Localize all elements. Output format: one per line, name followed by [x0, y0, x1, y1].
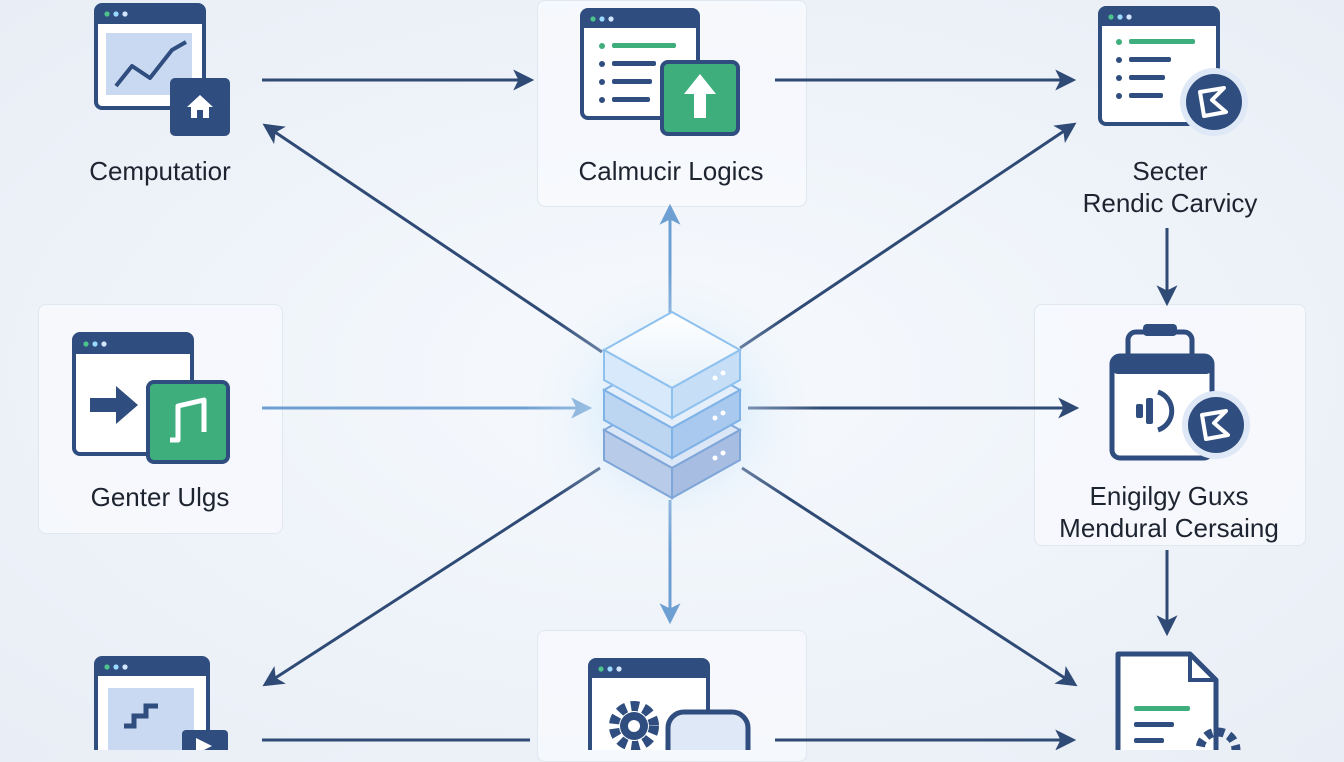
- arrow-hub-to-sector: [739, 122, 1077, 350]
- list-network-icon: [1098, 6, 1248, 136]
- engine-label: Enigilgy Guxs Mendural Cersaing: [1036, 480, 1302, 544]
- engine-label-line2: Mendural Cersaing: [1059, 513, 1279, 543]
- arrow-hub-to-computation: [262, 123, 603, 354]
- gear-chat-window-icon: [588, 658, 751, 750]
- server-stack-hub-icon: [522, 270, 822, 550]
- sector-label-line2: Rendic Carvicy: [1082, 188, 1258, 218]
- list-upload-icon: [580, 8, 740, 136]
- calendar-sound-icon: [1109, 324, 1250, 461]
- center-ulgs-label: Genter Ulgs: [90, 482, 230, 512]
- document-gear-icon: [1115, 651, 1241, 750]
- computation-label: Cemputatior: [89, 156, 231, 186]
- sector-label-line1: Secter: [1132, 156, 1208, 186]
- calc-logics-label: Calmucir Logics: [578, 156, 764, 186]
- arrow-music-window-icon: [72, 332, 230, 464]
- sector-label: Secter Rendic Carvicy: [1050, 155, 1290, 219]
- engine-label-line1: Enigilgy Guxs: [1089, 481, 1249, 511]
- arrow-hub-to-bottom-right: [741, 466, 1078, 687]
- chart-window-icon: [94, 3, 230, 136]
- arrow-hub-to-bottom-left: [262, 466, 601, 687]
- stairs-window-icon: [94, 656, 228, 750]
